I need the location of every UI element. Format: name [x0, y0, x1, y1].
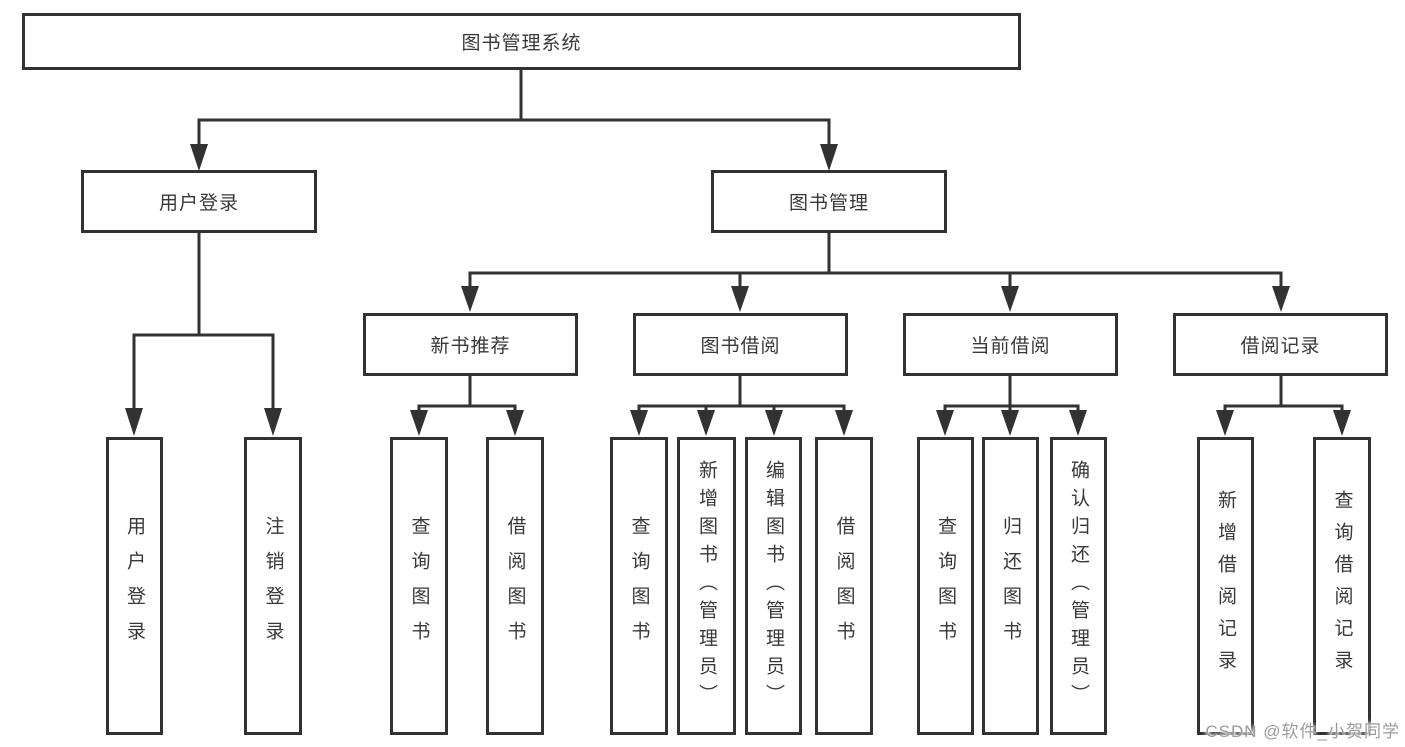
leaf-logout: 注销登录 — [244, 437, 302, 735]
node-user-login-label: 用户登录 — [158, 193, 239, 214]
node-borrow-records: 借阅记录 — [1173, 313, 1388, 376]
node-current-borrow: 当前借阅 — [903, 313, 1118, 376]
node-current-borrow-label: 当前借阅 — [970, 336, 1051, 357]
leaf-edit-book-admin-label: 编辑图书（管理员） — [763, 460, 784, 712]
arrow-down-icon — [1216, 410, 1234, 436]
leaf-return-book-label: 归还图书 — [1000, 516, 1021, 656]
node-new-book-recommend-label: 新书推荐 — [430, 336, 511, 357]
connector-book-borrow-children — [630, 373, 853, 436]
node-book-management-label: 图书管理 — [788, 193, 869, 214]
leaf-logout-label: 注销登录 — [262, 516, 284, 656]
leaf-edit-book-admin: 编辑图书（管理员） — [745, 437, 802, 735]
leaf-user-login-label: 用户登录 — [124, 516, 145, 656]
leaf-query-book-borrow: 查询图书 — [610, 437, 668, 735]
watermark: CSDN @软件_小贺同学 — [1205, 722, 1400, 741]
arrow-down-icon — [125, 408, 143, 436]
node-book-borrow-label: 图书借阅 — [700, 336, 781, 357]
leaf-add-borrow-record: 新增借阅记录 — [1197, 437, 1254, 735]
leaf-add-book-admin: 新增图书（管理员） — [677, 437, 736, 735]
connector-current-borrow-children — [936, 373, 1087, 436]
arrow-down-icon — [1069, 410, 1087, 436]
leaf-borrow-book: 借阅图书 — [815, 437, 873, 735]
connector-book-mgmt-to-level3 — [461, 230, 1290, 312]
arrow-down-icon — [731, 286, 749, 312]
arrow-down-icon — [697, 410, 715, 436]
node-root: 图书管理系统 — [22, 13, 1021, 70]
connector-new-book-children — [410, 373, 524, 436]
connector-root-to-level2 — [190, 66, 838, 171]
leaf-query-book-recommend: 查询图书 — [390, 437, 448, 735]
connector-user-login-children — [125, 230, 282, 436]
arrow-down-icon — [1001, 286, 1019, 312]
connector-borrow-records-children — [1216, 373, 1351, 436]
node-book-borrow: 图书借阅 — [633, 313, 848, 376]
arrow-down-icon — [630, 410, 648, 436]
leaf-query-book-current: 查询图书 — [917, 437, 974, 735]
node-user-login: 用户登录 — [81, 170, 317, 233]
leaf-borrow-book-recommend: 借阅图书 — [486, 437, 544, 735]
node-new-book-recommend: 新书推荐 — [363, 313, 578, 376]
leaf-return-book: 归还图书 — [982, 437, 1039, 735]
arrow-down-icon — [1272, 286, 1290, 312]
arrow-down-icon — [264, 408, 282, 436]
arrow-down-icon — [190, 144, 208, 171]
arrow-down-icon — [461, 286, 479, 312]
node-root-label: 图书管理系统 — [461, 33, 582, 54]
arrow-down-icon — [1001, 410, 1019, 436]
arrow-down-icon — [506, 410, 524, 436]
leaf-confirm-return-admin: 确认归还（管理员） — [1050, 437, 1107, 735]
leaf-add-book-admin-label: 新增图书（管理员） — [696, 460, 717, 712]
arrow-down-icon — [1333, 410, 1351, 436]
leaf-query-borrow-record: 查询借阅记录 — [1313, 437, 1371, 735]
leaf-add-borrow-record-label: 新增借阅记录 — [1215, 490, 1236, 682]
arrow-down-icon — [765, 410, 783, 436]
node-borrow-records-label: 借阅记录 — [1240, 336, 1321, 357]
arrow-down-icon — [835, 410, 853, 436]
leaf-borrow-book-label: 借阅图书 — [833, 516, 855, 656]
leaf-borrow-book-recommend-label: 借阅图书 — [504, 516, 526, 656]
leaf-user-login: 用户登录 — [106, 437, 163, 735]
leaf-query-borrow-record-label: 查询借阅记录 — [1331, 490, 1353, 682]
leaf-query-book-recommend-label: 查询图书 — [408, 516, 430, 656]
leaf-query-book-borrow-label: 查询图书 — [628, 516, 650, 656]
node-book-management: 图书管理 — [711, 170, 947, 233]
leaf-query-book-current-label: 查询图书 — [935, 516, 956, 656]
arrow-down-icon — [820, 144, 838, 171]
leaf-confirm-return-admin-label: 确认归还（管理员） — [1068, 460, 1089, 712]
arrow-down-icon — [936, 410, 954, 436]
arrow-down-icon — [410, 410, 428, 436]
